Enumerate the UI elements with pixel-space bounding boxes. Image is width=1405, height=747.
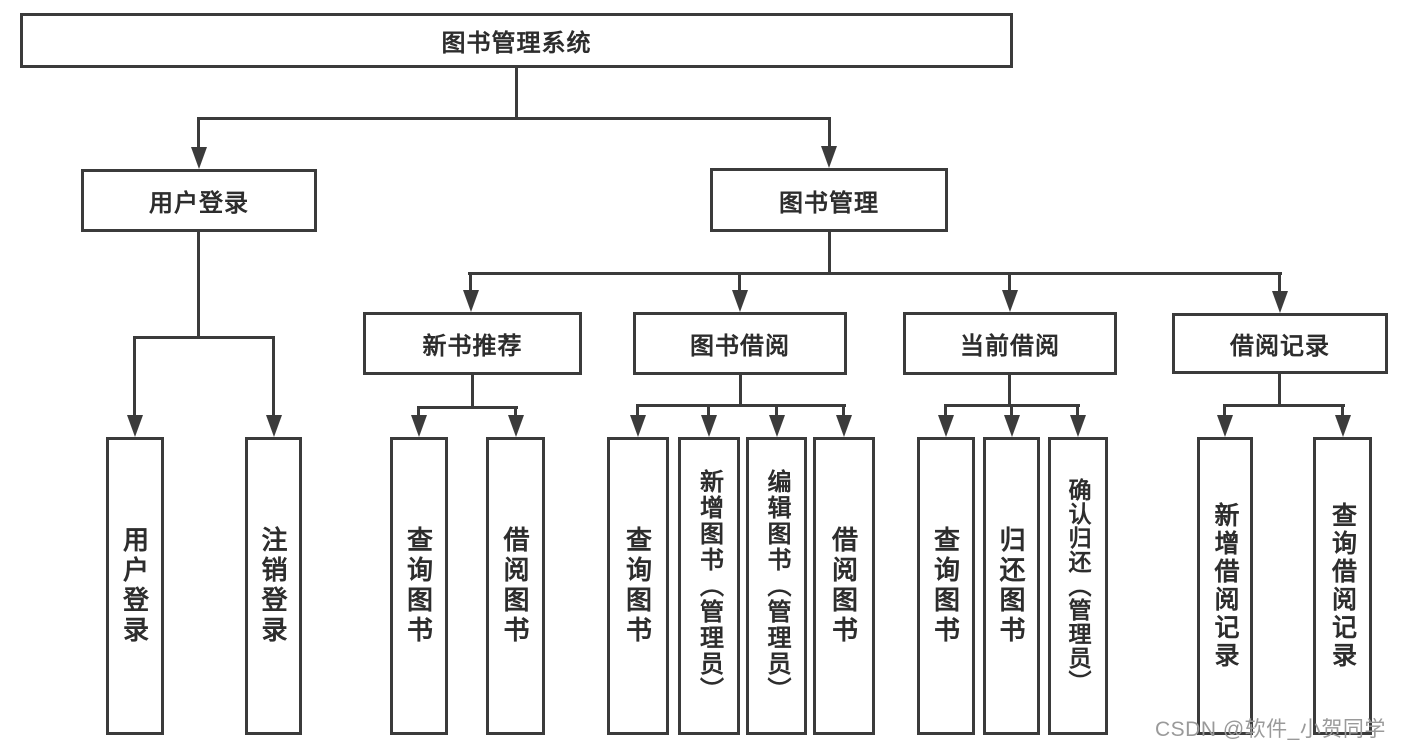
node-label: 图书借阅: [690, 333, 790, 360]
node-label: 借阅记录: [1230, 333, 1330, 360]
node-label: 查询图书: [403, 526, 434, 646]
node-book-borrowing: 图书借阅: [633, 312, 847, 375]
edge-to-bb-borrow: [842, 404, 845, 418]
node-label: 编辑图书（管理员）: [763, 469, 790, 703]
leaf-nbr-borrow-books: 借阅图书: [486, 437, 545, 735]
edge-to-book-management: [828, 117, 831, 148]
node-label: 用户登录: [119, 526, 150, 646]
edge-nbr-trunk: [471, 375, 474, 409]
arrow-down-icon: [1002, 290, 1018, 312]
node-book-management: 图书管理: [710, 168, 948, 232]
arrow-down-icon: [938, 415, 954, 437]
leaf-user-login: 用户登录: [106, 437, 164, 735]
arrow-down-icon: [266, 415, 282, 437]
arrow-down-icon: [821, 146, 837, 168]
arrow-down-icon: [1004, 415, 1020, 437]
leaf-cb-return-books: 归还图书: [983, 437, 1040, 735]
node-label: 新增图书（管理员）: [695, 469, 723, 703]
node-label: 注销登录: [258, 526, 288, 646]
node-label: 查询图书: [622, 526, 653, 646]
edge-to-new-book-recommend: [469, 272, 472, 292]
node-new-book-recommend: 新书推荐: [363, 312, 582, 375]
edge-to-cb-return: [1010, 404, 1013, 418]
node-label: 新增借阅记录: [1211, 502, 1239, 670]
arrow-down-icon: [411, 415, 427, 437]
edge-to-bb-query: [636, 404, 639, 418]
arrow-down-icon: [630, 415, 646, 437]
leaf-br-add-record: 新增借阅记录: [1197, 437, 1253, 735]
edge-to-user-login: [197, 117, 200, 149]
node-label: 图书管理: [779, 189, 879, 217]
arrow-down-icon: [836, 415, 852, 437]
edge-to-book-borrowing: [738, 272, 741, 292]
leaf-nbr-query-books: 查询图书: [390, 437, 448, 735]
node-label: 查询借阅记录: [1328, 502, 1357, 670]
arrow-down-icon: [1070, 415, 1086, 437]
node-current-borrowing: 当前借阅: [903, 312, 1117, 375]
leaf-bb-query-books: 查询图书: [607, 437, 669, 735]
arrow-down-icon: [769, 415, 785, 437]
node-label: 图书管理系统: [441, 30, 592, 57]
node-label: 归还图书: [996, 526, 1026, 646]
node-label: 查询图书: [930, 526, 961, 646]
leaf-bb-borrow-books: 借阅图书: [813, 437, 875, 735]
edge-to-cb-query: [944, 404, 947, 418]
edge-book-mgmt-split: [468, 272, 1282, 275]
edge-br-trunk: [1278, 374, 1281, 407]
edge-to-cb-confirm: [1076, 404, 1079, 418]
edge-root-trunk: [515, 68, 518, 118]
node-borrow-records: 借阅记录: [1172, 313, 1388, 374]
edge-to-borrow-records: [1278, 272, 1281, 292]
arrow-down-icon: [191, 147, 207, 169]
edge-to-bb-add: [707, 404, 710, 418]
arrow-down-icon: [701, 415, 717, 437]
edge-cb-trunk: [1008, 375, 1011, 407]
node-label: 当前借阅: [960, 333, 1060, 360]
edge-to-nbr-query: [417, 406, 420, 418]
edge-br-split: [1223, 404, 1345, 407]
edge-root-split: [197, 117, 831, 120]
arrow-down-icon: [1272, 291, 1288, 313]
edge-to-current-borrowing: [1008, 272, 1011, 292]
arrow-down-icon: [508, 415, 524, 437]
edge-bb-split: [636, 404, 846, 407]
edge-to-br-add: [1223, 404, 1226, 418]
edge-to-bb-edit: [775, 404, 778, 418]
arrow-down-icon: [463, 290, 479, 312]
leaf-cb-confirm-return-admin: 确认归还（管理员）: [1048, 437, 1108, 735]
node-library-management-system: 图书管理系统: [20, 13, 1013, 68]
edge-to-nbr-borrow: [514, 406, 517, 418]
leaf-cb-query-books: 查询图书: [917, 437, 975, 735]
leaf-logout: 注销登录: [245, 437, 302, 735]
node-label: 确认归还（管理员）: [1065, 478, 1091, 694]
arrow-down-icon: [732, 290, 748, 312]
edge-to-leaf-logout: [272, 336, 275, 416]
csdn-watermark: CSDN @软件_小贺同学: [1155, 718, 1386, 741]
node-label: 借阅图书: [828, 526, 859, 646]
node-label: 用户登录: [149, 190, 249, 217]
arrow-down-icon: [1217, 415, 1233, 437]
arrow-down-icon: [1335, 415, 1351, 437]
node-label: 新书推荐: [422, 333, 523, 360]
edge-nbr-split: [417, 406, 518, 409]
node-user-login-branch: 用户登录: [81, 169, 317, 232]
node-label: 借阅图书: [500, 526, 530, 646]
leaf-br-query-record: 查询借阅记录: [1313, 437, 1372, 735]
leaf-bb-edit-book-admin: 编辑图书（管理员）: [746, 437, 807, 735]
edge-bb-trunk: [739, 375, 742, 407]
edge-to-leaf-user-login: [133, 336, 136, 416]
edge-user-login-trunk: [197, 232, 200, 338]
edge-to-br-query: [1341, 404, 1344, 418]
edge-user-login-split: [133, 336, 275, 339]
arrow-down-icon: [127, 415, 143, 437]
edge-book-mgmt-trunk: [828, 232, 831, 275]
leaf-bb-add-book-admin: 新增图书（管理员）: [678, 437, 740, 735]
